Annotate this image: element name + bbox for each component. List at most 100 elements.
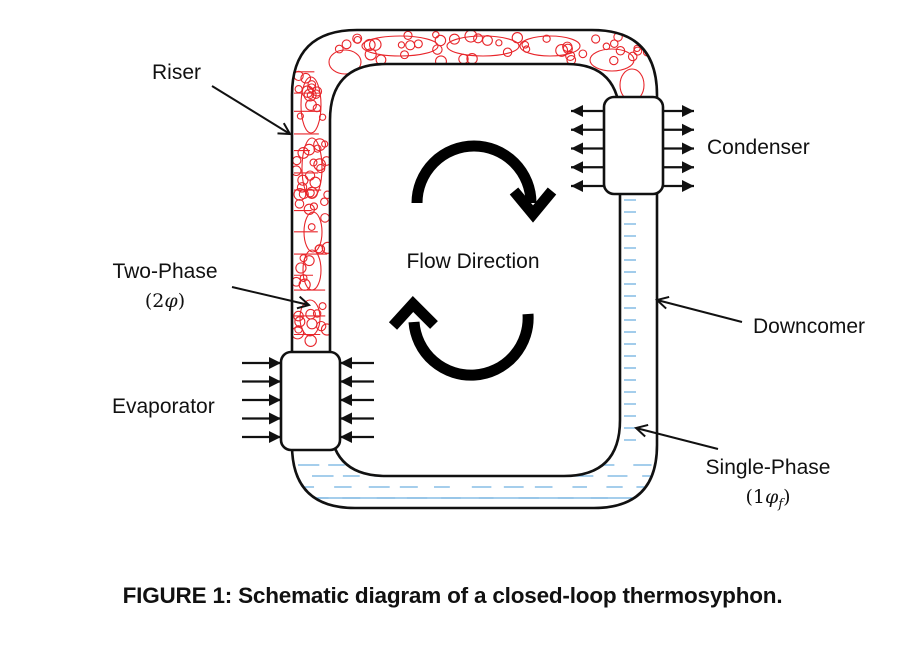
vapor-bubble (294, 325, 303, 334)
vapor-bubble (292, 326, 305, 340)
vapor-bubble (363, 38, 376, 51)
vapor-bubble (578, 49, 588, 59)
heat-arrow-head-icon (269, 394, 281, 406)
vapor-bubble (304, 170, 316, 181)
vapor-bubble (403, 30, 413, 41)
vapor-bubble (294, 85, 303, 94)
vapor-bubble (320, 213, 330, 223)
vapor-bubble (400, 50, 409, 60)
vapor-bubble (292, 276, 302, 287)
vapor-bubble (316, 163, 326, 174)
vapor-bubble (311, 89, 321, 99)
vapor-bubble (305, 99, 317, 111)
vapor-bubble (495, 39, 503, 47)
evaporator (242, 350, 374, 452)
vapor-bubble (432, 31, 440, 39)
heat-arrow-head-icon (340, 431, 352, 443)
vapor-bubble (397, 41, 406, 49)
flow-arrow-bottom-icon (388, 296, 534, 381)
vapor-bubble (294, 316, 306, 328)
vapor-slug (589, 48, 635, 72)
heat-arrow-head-icon (571, 161, 583, 174)
riser-label: Riser (152, 61, 201, 84)
vapor-bubble (300, 72, 312, 84)
heat-arrow-head-icon (269, 357, 281, 369)
heat-arrow-head-icon (340, 394, 352, 406)
heat-arrow-head-icon (269, 412, 281, 425)
vapor-bubble (405, 40, 416, 51)
heat-arrow-head-icon (571, 123, 583, 136)
vapor-bubble (565, 50, 576, 61)
vapor-bubble (448, 33, 460, 45)
heat-arrow-head-icon (682, 123, 694, 136)
vapor-bubble (312, 309, 322, 318)
flow-direction-label: Flow Direction (406, 250, 539, 273)
vapor-bubble (318, 113, 327, 121)
vapor-slug (519, 35, 581, 57)
downcomer-leader-arrow (657, 300, 743, 323)
condenser (571, 95, 694, 196)
heat-arrow-head-icon (571, 105, 583, 117)
heat-arrow-head-icon (269, 375, 281, 388)
vapor-bubble (591, 34, 601, 44)
vapor-bubble (303, 88, 317, 102)
vapor-bubble (296, 182, 308, 193)
figure-caption: FIGURE 1: Schematic diagram of a closed-… (122, 583, 783, 608)
vapor-bubble (432, 44, 443, 55)
vapor-bubble (511, 32, 524, 44)
single-phase-symbol: (1φf) (745, 486, 790, 512)
heat-arrow-head-icon (682, 180, 694, 192)
flow-arrow-top-icon (411, 140, 557, 223)
vapor-slug (361, 35, 439, 57)
vapor-bubble (473, 33, 484, 44)
heat-arrow-head-icon (340, 357, 352, 369)
evaporator-label: Evaporator (112, 395, 215, 418)
two-phase-leader-arrow (231, 286, 309, 305)
vapor-bubble (294, 199, 305, 209)
vapor-bubble (321, 140, 329, 148)
downcomer-label: Downcomer (753, 315, 865, 338)
condenser-label: Condenser (707, 136, 810, 159)
heat-arrow-head-icon (571, 142, 583, 155)
vapor-bubble (555, 44, 569, 57)
two-phase-fluid (292, 30, 651, 347)
vapor-bubble (320, 197, 329, 207)
vapor-bubble (542, 34, 551, 43)
heat-arrow-head-icon (682, 142, 694, 155)
single-phase-fluid (298, 199, 657, 499)
vapor-bubble (292, 155, 302, 166)
heat-arrow-head-icon (340, 375, 352, 388)
vapor-bubble (304, 334, 317, 347)
tube-outer-wall (290, 28, 659, 510)
riser-leader-arrow (211, 85, 290, 134)
vapor-slug (446, 35, 520, 57)
vapor-bubble (297, 146, 310, 159)
evaporator-heat-in-arrows (242, 357, 374, 443)
vapor-bubble (633, 46, 643, 56)
vapor-bubble (307, 223, 316, 231)
vapor-bubble (521, 40, 530, 49)
vapor-slug (300, 76, 322, 134)
vapor-bubble (293, 187, 307, 201)
vapor-bubble (307, 83, 317, 93)
vapor-bubble (482, 35, 493, 46)
condenser-heat-out-arrows (571, 105, 694, 192)
single-phase-label: Single-Phase (706, 456, 831, 479)
vapor-bubble (633, 44, 641, 53)
vapor-bubble (502, 47, 513, 57)
heat-arrow-head-icon (269, 431, 281, 443)
vapor-bubble (313, 144, 322, 153)
vapor-bubble (292, 165, 302, 177)
vapor-bubble (313, 138, 327, 152)
vapor-bubble (309, 176, 322, 189)
vapor-bubble (522, 45, 531, 53)
heat-arrow-head-icon (340, 412, 352, 425)
tube-inner-wall (328, 62, 622, 478)
vapor-bubble (413, 39, 423, 49)
condenser-block (602, 95, 665, 196)
vapor-bubble (318, 302, 327, 311)
vapor-bubble (341, 39, 352, 50)
vapor-bubble (434, 34, 447, 47)
heat-arrow-head-icon (682, 105, 694, 117)
